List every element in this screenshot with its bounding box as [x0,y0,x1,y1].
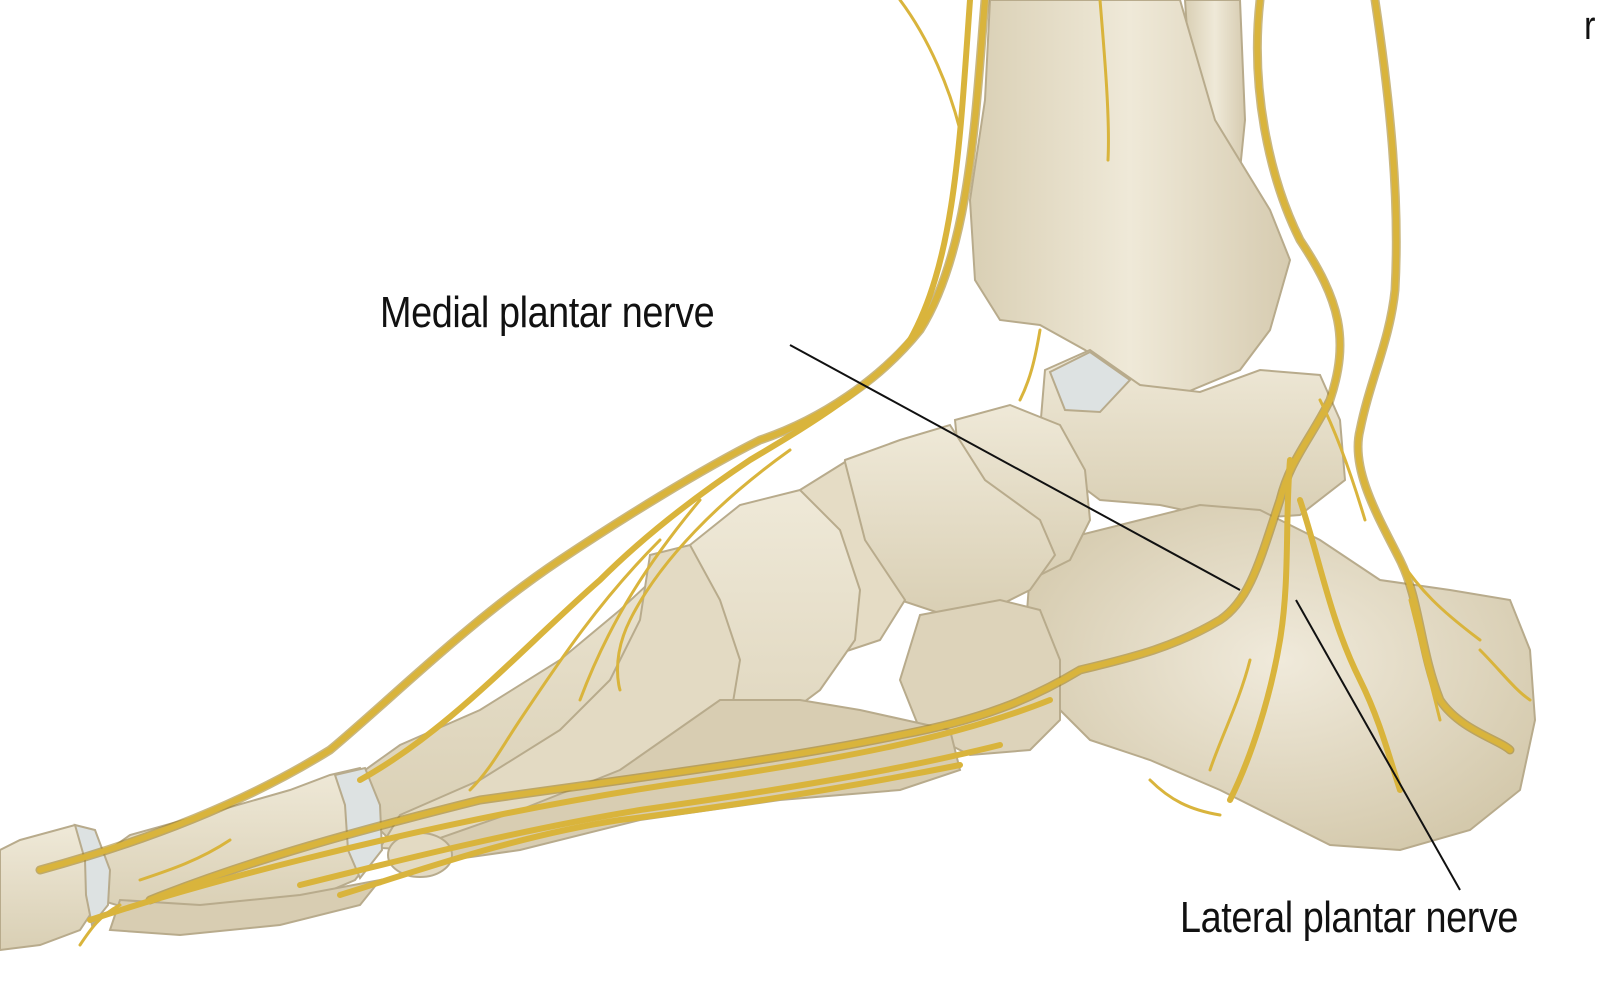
lateral-leader-line [1295,599,1461,891]
medial-plantar-nerve [37,0,988,873]
corner-text-fragment: r [1584,4,1596,48]
cuboid [898,598,1061,757]
calcaneal-branch-2 [1297,497,1403,793]
medial-branch-2 [357,0,973,783]
leader-lines [789,344,1461,891]
calcaneus [1023,503,1537,852]
plantar-digital-branch-3 [337,762,963,898]
plantar-digital-branch-2 [297,742,1003,888]
talus-cartilage [1048,350,1132,414]
calcaneal-branch [1227,457,1293,803]
medial-leader-line [789,344,1241,591]
nerves [35,0,1532,947]
plantar-digital-branch-1 [87,697,1053,923]
medial-plantar-nerve-label: Medial plantar nerve [380,288,715,337]
lateral-plantar-nerve-label: Lateral plantar nerve [1180,893,1519,942]
sural-nerve [1355,0,1513,753]
lesser-toes [108,878,383,937]
lateral-plantar-nerve [147,0,1343,903]
